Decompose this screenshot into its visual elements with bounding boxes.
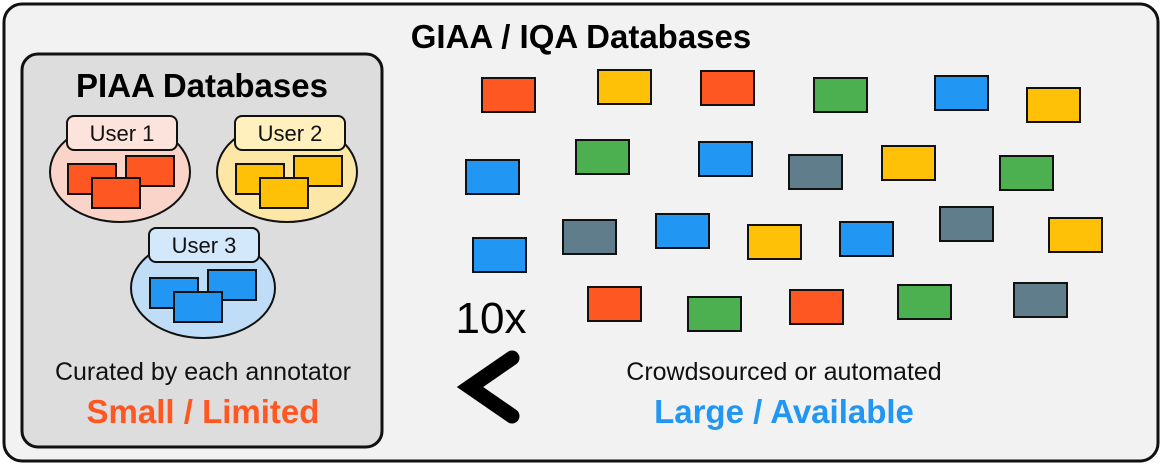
giaa-image-orange (789, 289, 844, 325)
giaa-image-gray (788, 154, 843, 190)
user-tag (234, 115, 346, 151)
ratio-label: 10x (456, 294, 527, 343)
giaa-image-green (813, 77, 868, 113)
giaa-image-grid (465, 69, 1103, 332)
giaa-image-blue (934, 75, 989, 111)
user-image (259, 177, 309, 209)
giaa-image-green (999, 155, 1054, 191)
user-tag (66, 115, 178, 151)
giaa-image-gray (939, 206, 994, 242)
giaa-image-blue (655, 213, 710, 249)
giaa-image-blue (839, 221, 894, 257)
piaa-title: PIAA Databases (76, 67, 328, 104)
user-image (293, 155, 343, 187)
user-group-1: User 1 (49, 115, 191, 223)
user-image (125, 155, 175, 187)
user-label: User 2 (258, 121, 323, 146)
giaa-image-orange (587, 286, 642, 322)
user-group-3: User 3 (130, 227, 276, 339)
giaa-title: GIAA / IQA Databases (411, 18, 752, 55)
user-image (91, 177, 141, 209)
giaa-image-green (575, 139, 630, 175)
piaa-size-label: Small / Limited (87, 393, 320, 430)
giaa-image-gray (1013, 282, 1068, 318)
piaa-caption: Curated by each annotator (55, 358, 351, 386)
giaa-image-green (687, 296, 742, 332)
user-label: User 1 (90, 121, 155, 146)
user-image (173, 291, 223, 323)
giaa-image-yellow (747, 224, 802, 260)
giaa-image-blue (465, 159, 520, 195)
user-groups: User 1 User 2 User 3 (49, 115, 358, 339)
giaa-image-blue (472, 237, 527, 273)
giaa-size-label: Large / Available (654, 393, 914, 430)
giaa-image-gray (562, 219, 617, 255)
user-label: User 3 (172, 233, 237, 258)
user-tag (148, 227, 260, 263)
user-group-2: User 2 (216, 115, 358, 223)
giaa-image-yellow (1026, 87, 1081, 123)
giaa-image-yellow (597, 69, 652, 105)
giaa-image-yellow (881, 145, 936, 181)
giaa-caption: Crowdsourced or automated (626, 358, 941, 386)
giaa-image-orange (700, 70, 755, 106)
less-than-symbol (456, 350, 520, 424)
giaa-image-orange (481, 77, 536, 113)
giaa-image-green (897, 284, 952, 320)
giaa-image-yellow (1048, 217, 1103, 253)
giaa-image-blue (698, 141, 753, 177)
